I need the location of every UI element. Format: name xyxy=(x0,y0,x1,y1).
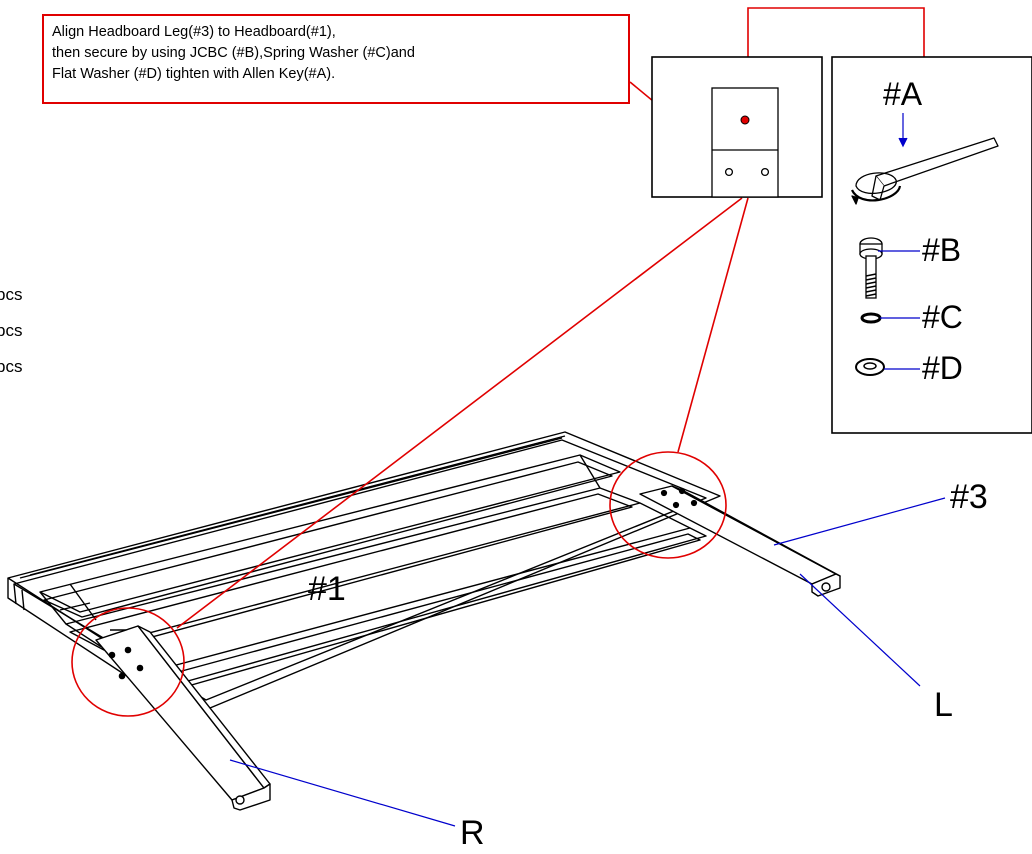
highlight-circle-left-joint xyxy=(609,451,727,559)
leader-lines xyxy=(229,113,946,827)
instruction-line-2: then secure by using JCBC (#B),Spring Wa… xyxy=(52,45,415,61)
label-headboard: #1 xyxy=(308,570,346,608)
label-jcbc: #B xyxy=(922,232,962,268)
instruction-callout: Align Headboard Leg(#3) to Headboard(#1)… xyxy=(42,14,630,104)
leg-right xyxy=(95,625,271,811)
label-leg-right: R xyxy=(460,814,485,852)
instruction-line-1: Align Headboard Leg(#3) to Headboard(#1)… xyxy=(52,24,336,40)
label-leg-left: L xyxy=(934,686,953,724)
detail-inset xyxy=(651,56,823,198)
leg-left xyxy=(639,485,841,597)
instruction-line-3: Flat Washer (#D) tighten with Allen Key(… xyxy=(52,66,336,82)
jcbc-bolt-icon xyxy=(859,237,883,299)
allen-key-icon xyxy=(850,137,999,205)
label-spring-washer: #C xyxy=(922,299,963,335)
headboard-panel xyxy=(7,431,721,725)
label-allen-key: #A xyxy=(883,76,923,112)
flat-washer-icon xyxy=(855,358,885,376)
label-headboard-leg: #3 xyxy=(950,478,988,516)
quantity-text-2: pcs xyxy=(0,321,23,340)
highlight-circle-right-joint xyxy=(71,607,185,717)
quantity-text-3: pcs xyxy=(0,357,23,376)
label-flat-washer: #D xyxy=(922,350,963,386)
quantity-text-1: pcs xyxy=(0,285,23,304)
